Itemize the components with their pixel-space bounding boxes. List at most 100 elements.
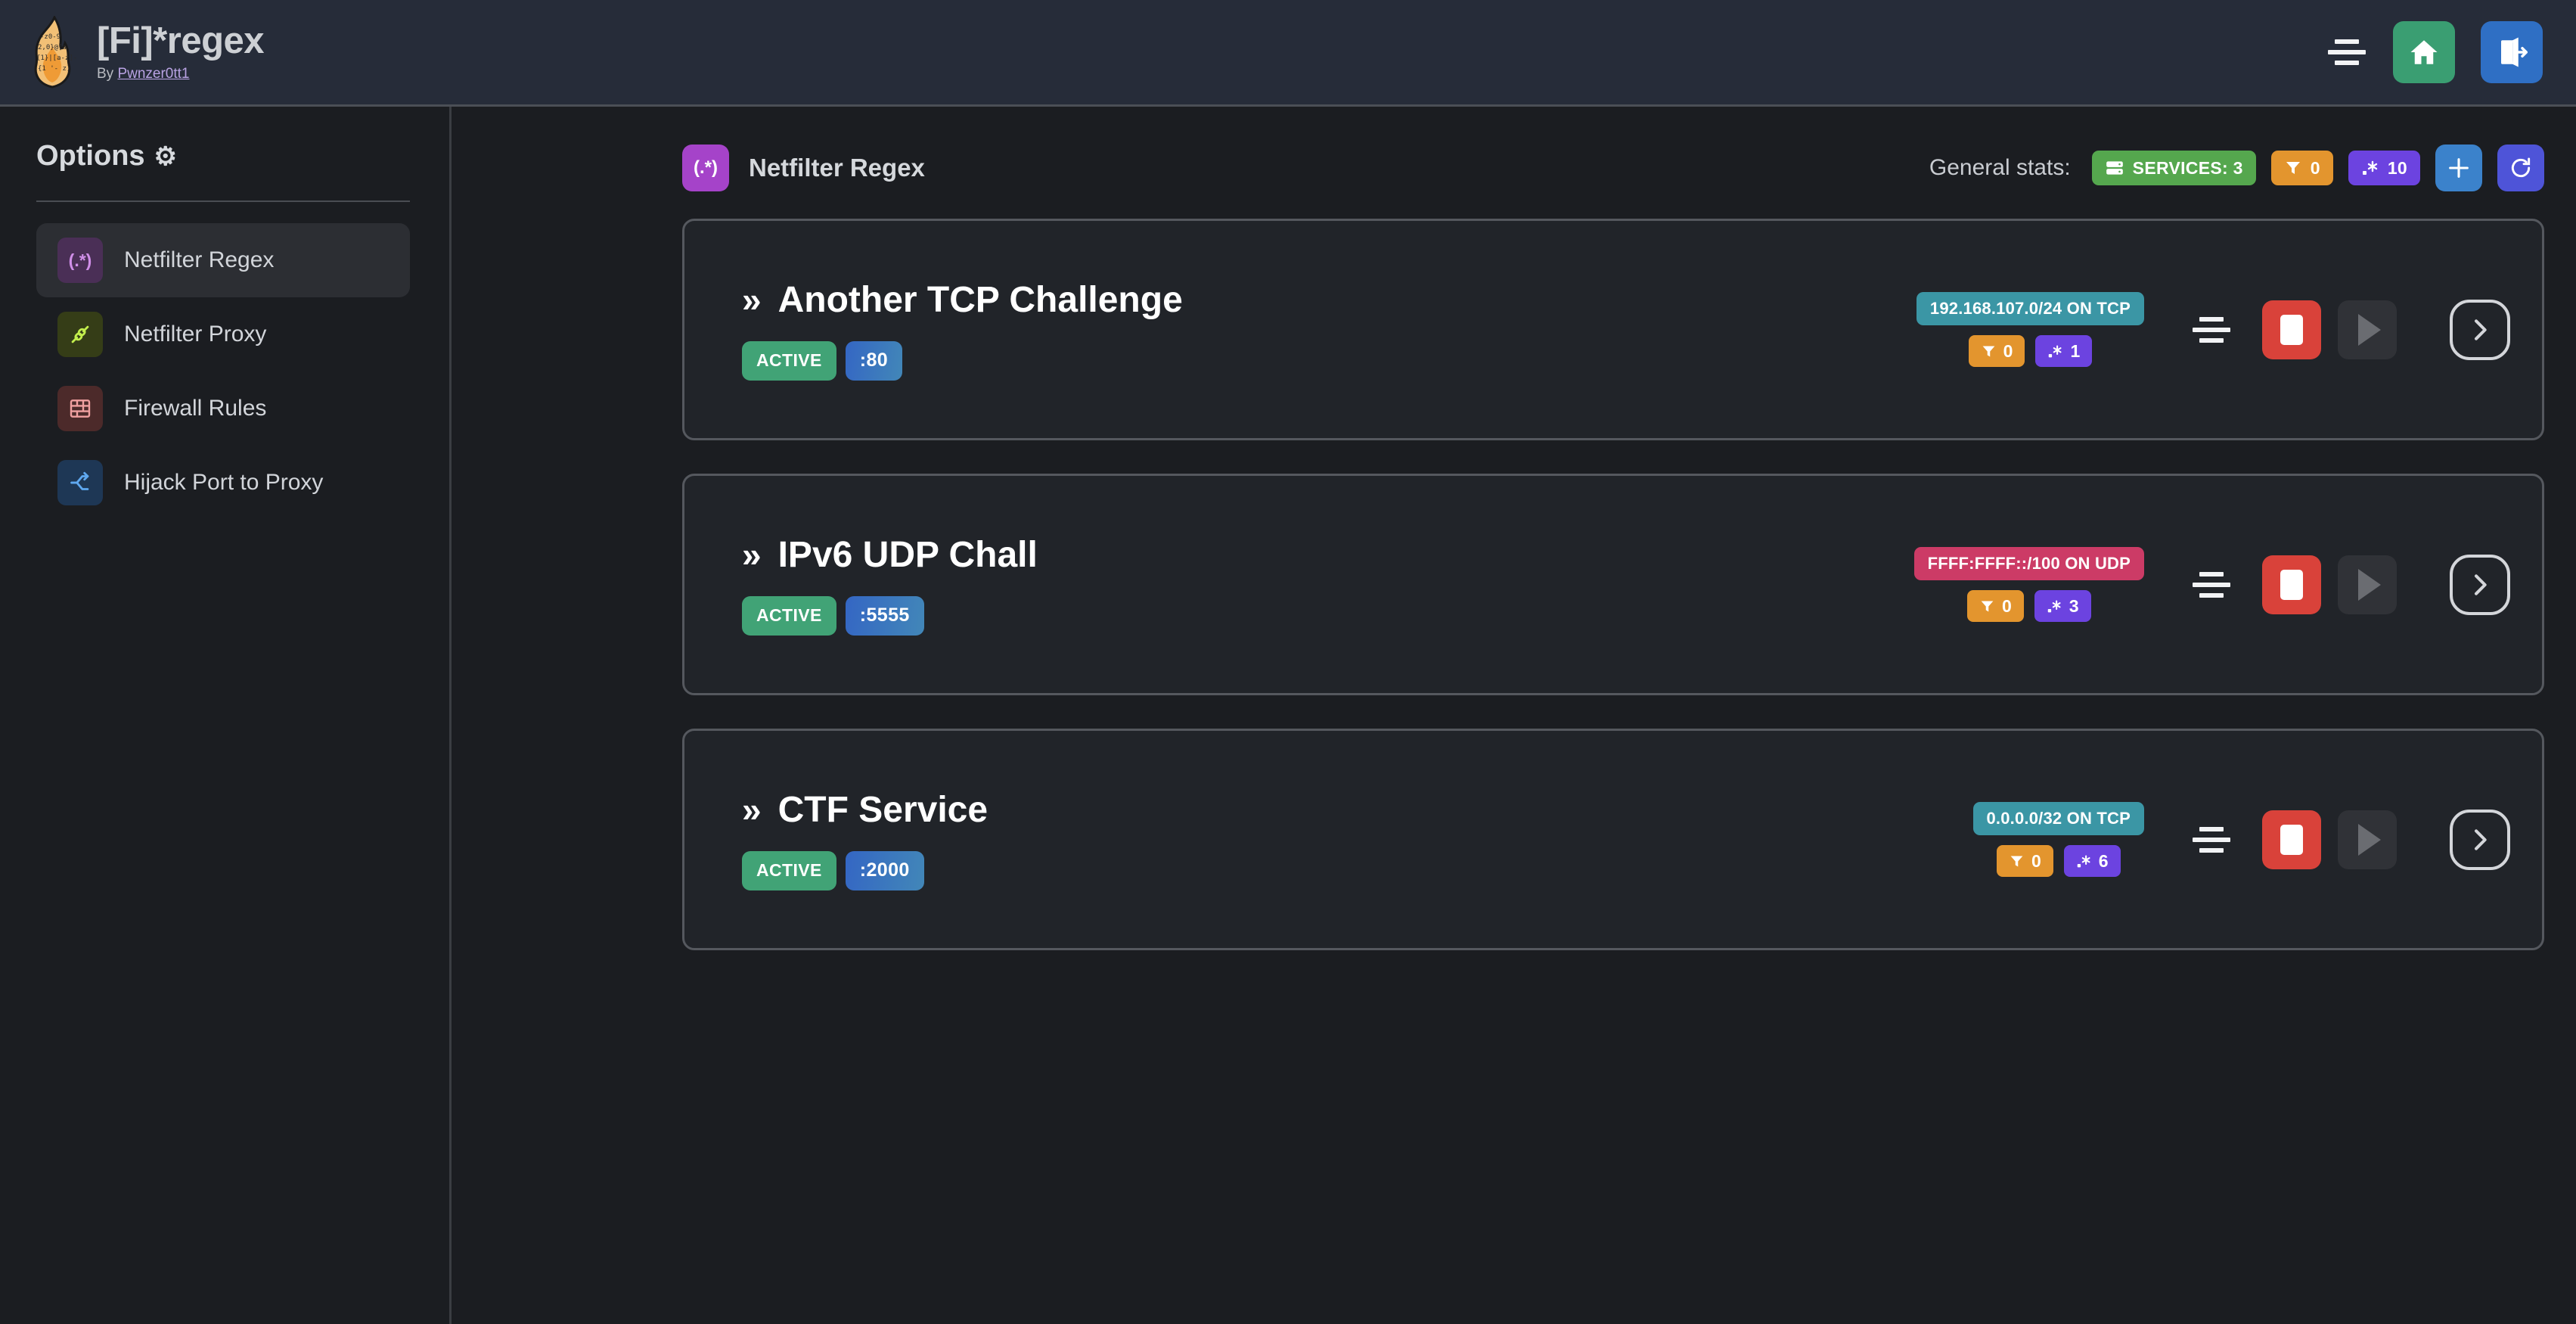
service-counters: 0 6: [1996, 845, 2121, 877]
regex-count: 6: [2098, 850, 2109, 871]
by-prefix: By: [97, 65, 118, 82]
filter-count-badge: 0: [1968, 335, 2025, 367]
open-service-button[interactable]: [2450, 554, 2510, 615]
sidebar-item-firewall-rules[interactable]: Firewall Rules: [36, 371, 410, 446]
stat-filters-label: 0: [2310, 157, 2320, 178]
regex-count: 3: [2069, 595, 2079, 616]
network-badge: 192.168.107.0/24 ON TCP: [1916, 292, 2144, 325]
home-button[interactable]: [2393, 21, 2455, 83]
stop-button[interactable]: [2262, 555, 2321, 614]
stat-filters-badge: 0: [2270, 151, 2333, 185]
sidebar-item-netfilter-proxy[interactable]: Netfilter Proxy: [36, 297, 410, 371]
regex-icon: (.*): [57, 238, 103, 283]
service-actions: FFFF:FFFF::/100 ON UDP 0 3: [1913, 547, 2510, 622]
status-badge: ACTIVE: [742, 340, 836, 381]
hamburger-icon[interactable]: [2326, 37, 2367, 67]
service-info: » Another TCP Challenge ACTIVE :80: [742, 279, 1183, 381]
app-title: [Fi]*regex: [97, 20, 265, 62]
double-chevron-icon: »: [742, 790, 762, 829]
filter-count: 0: [2031, 850, 2041, 871]
play-icon: [2358, 823, 2381, 856]
page-header: (.*) Netfilter Regex General stats: SERV…: [454, 134, 2576, 202]
chevron-right-icon: [2465, 315, 2495, 345]
start-button[interactable]: [2338, 555, 2397, 614]
stat-services-label: SERVICES: 3: [2132, 157, 2243, 178]
chevron-right-icon: [2465, 825, 2495, 855]
stop-icon: [2280, 314, 2303, 345]
sidebar-title: Options ⚙: [36, 140, 410, 172]
sidebar-item-label: Netfilter Proxy: [124, 322, 267, 347]
sidebar-item-hijack-port-to-proxy[interactable]: Hijack Port to Proxy: [36, 446, 410, 520]
main-content: (.*) Netfilter Regex General stats: SERV…: [454, 107, 2576, 1324]
brand-text: [Fi]*regex By Pwnzer0tt1: [97, 20, 265, 82]
service-actions: 0.0.0.0/32 ON TCP 0 6: [1972, 802, 2510, 877]
service-network-info: FFFF:FFFF::/100 ON UDP 0 3: [1913, 547, 2144, 622]
filter-count: 0: [2003, 340, 2013, 361]
gear-icon: ⚙: [154, 141, 178, 171]
status-badge: ACTIVE: [742, 595, 836, 636]
header-actions: [2326, 21, 2576, 83]
sidebar-item-label: Firewall Rules: [124, 396, 267, 421]
regex-count: 1: [2070, 340, 2081, 361]
service-card[interactable]: » IPv6 UDP Chall ACTIVE :5555 FFFF:FFFF:…: [682, 474, 2544, 695]
sidebar-divider: [36, 200, 410, 202]
service-network-info: 0.0.0.0/32 ON TCP 0 6: [1972, 802, 2144, 877]
list-icon[interactable]: [2190, 308, 2233, 352]
port-badge: :2000: [845, 850, 924, 890]
plus-icon: [2446, 155, 2472, 181]
home-icon: [2408, 36, 2440, 68]
regex-count-badge: 1: [2035, 335, 2093, 367]
service-badges: ACTIVE :80: [742, 340, 1183, 381]
regex-count-badge: 6: [2063, 845, 2121, 877]
page-title: Netfilter Regex: [749, 154, 925, 182]
open-service-button[interactable]: [2450, 809, 2510, 870]
sidebar-title-label: Options: [36, 140, 145, 172]
service-info: » IPv6 UDP Chall ACTIVE :5555: [742, 534, 1038, 636]
refresh-button[interactable]: [2497, 145, 2544, 191]
app-header: -z0-9 2,0}@[a {1}|[a-z]-9] {1 '- z) [Fi]…: [0, 0, 2576, 107]
open-service-button[interactable]: [2450, 299, 2510, 360]
service-badges: ACTIVE :5555: [742, 595, 1038, 636]
service-badges: ACTIVE :2000: [742, 850, 988, 890]
filter-icon: [2009, 853, 2025, 869]
author-link[interactable]: Pwnzer0tt1: [117, 65, 190, 82]
service-counters: 0 1: [1968, 335, 2093, 367]
flame-regex-logo-icon: -z0-9 2,0}@[a {1}|[a-z]-9] {1 '- z): [27, 16, 77, 89]
service-card[interactable]: » CTF Service ACTIVE :2000 0.0.0.0/32 ON…: [682, 729, 2544, 950]
service-title: » IPv6 UDP Chall: [742, 534, 1038, 576]
logout-icon: [2496, 36, 2528, 68]
filter-count-badge: 0: [1996, 845, 2053, 877]
list-icon[interactable]: [2190, 563, 2233, 607]
service-name: Another TCP Challenge: [777, 279, 1183, 320]
brand: -z0-9 2,0}@[a {1}|[a-z]-9] {1 '- z) [Fi]…: [0, 16, 265, 89]
port-badge: :80: [845, 340, 903, 381]
stop-button[interactable]: [2262, 300, 2321, 359]
service-card[interactable]: » Another TCP Challenge ACTIVE :80 192.1…: [682, 219, 2544, 440]
double-chevron-icon: »: [742, 535, 762, 574]
list-icon[interactable]: [2190, 818, 2233, 862]
service-title: » Another TCP Challenge: [742, 279, 1183, 321]
brick-icon: [57, 386, 103, 431]
stop-icon: [2280, 824, 2303, 855]
start-button[interactable]: [2338, 810, 2397, 869]
play-icon: [2358, 568, 2381, 601]
stat-services-badge: SERVICES: 3: [2091, 151, 2256, 185]
sidebar-item-netfilter-regex[interactable]: (.*) Netfilter Regex: [36, 223, 410, 297]
logout-button[interactable]: [2481, 21, 2543, 83]
service-counters: 0 3: [1967, 590, 2091, 622]
network-badge: FFFF:FFFF::/100 ON UDP: [1913, 547, 2144, 580]
filter-icon: [1979, 598, 1995, 614]
general-stats-label: General stats:: [1929, 155, 2071, 180]
reroute-icon: [57, 460, 103, 505]
sidebar-item-label: Hijack Port to Proxy: [124, 470, 324, 495]
start-button[interactable]: [2338, 300, 2397, 359]
sidebar: Options ⚙ (.*) Netfilter Regex Netfilter…: [0, 107, 452, 1324]
stop-button[interactable]: [2262, 810, 2321, 869]
svg-text:2,0}@[a: 2,0}@[a: [38, 44, 67, 51]
add-service-button[interactable]: [2435, 145, 2482, 191]
play-icon: [2358, 313, 2381, 346]
filter-icon: [2284, 159, 2302, 177]
stop-icon: [2280, 569, 2303, 600]
service-actions: 192.168.107.0/24 ON TCP 0 1: [1916, 292, 2510, 367]
svg-text:{1 '- z): {1 '- z): [38, 65, 70, 73]
